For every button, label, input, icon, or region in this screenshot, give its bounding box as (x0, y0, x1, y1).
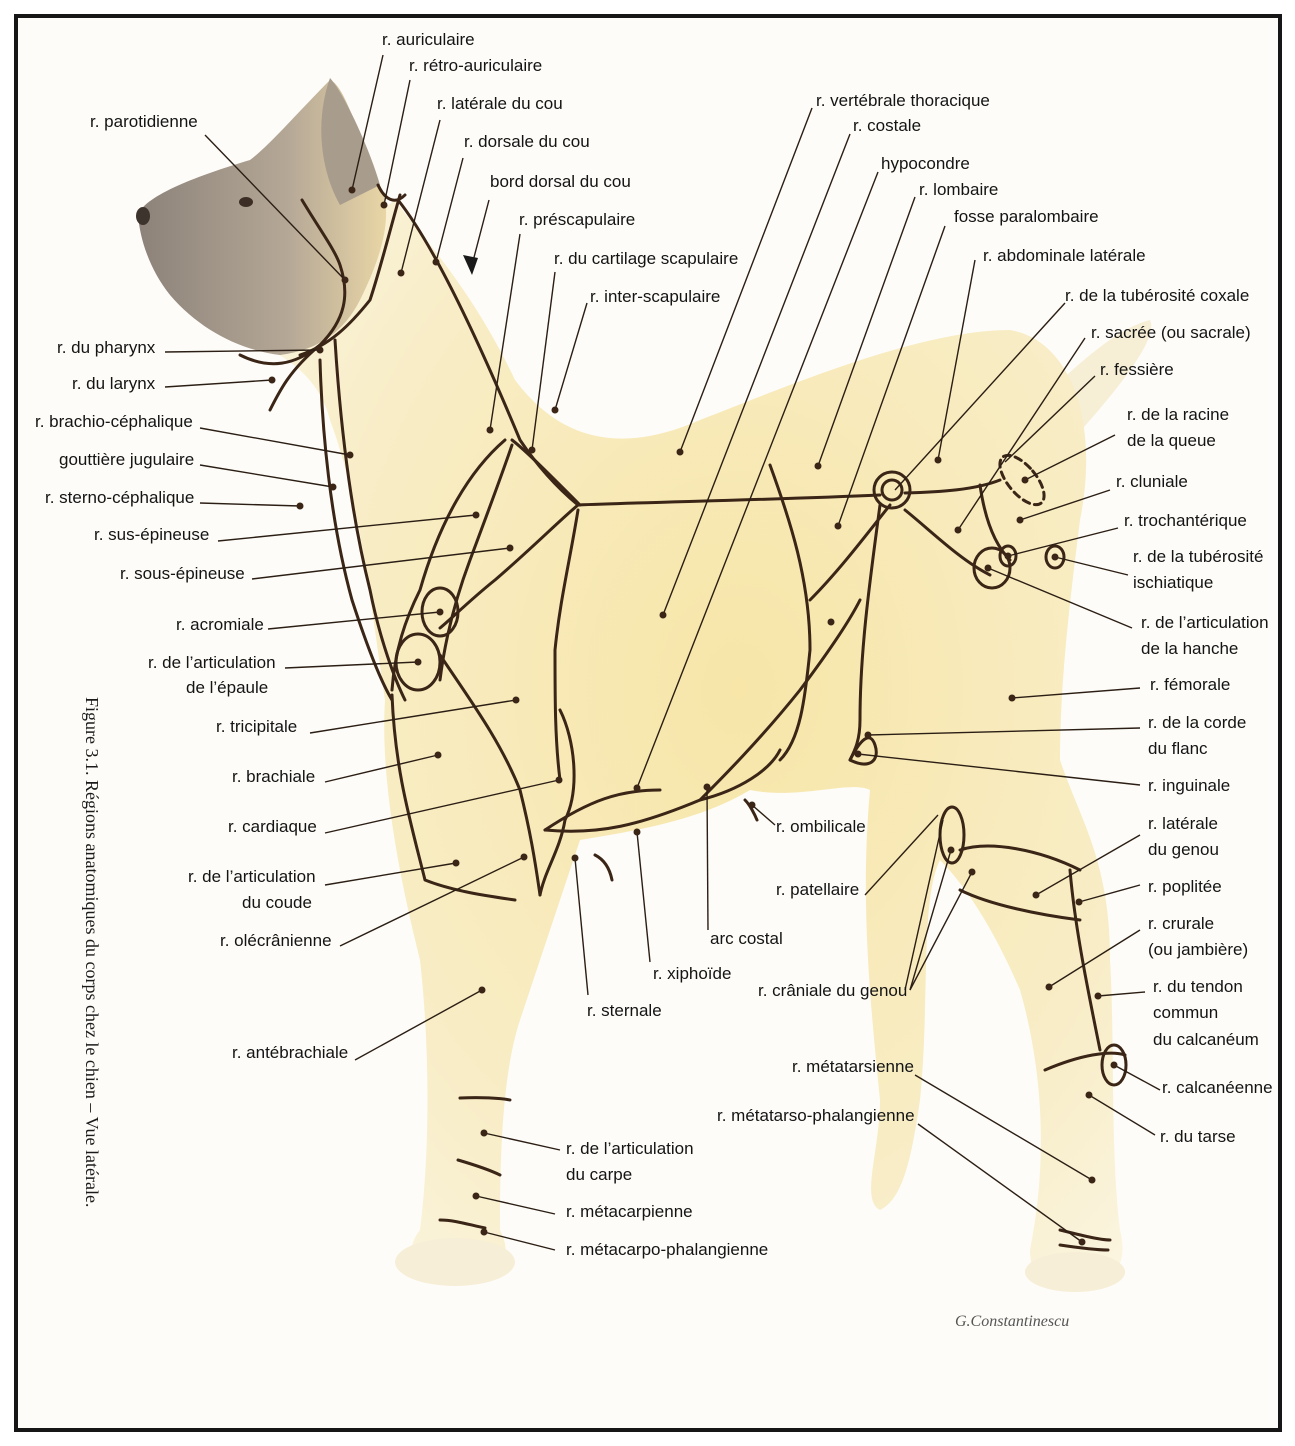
label-cluniale: r. cluniale (1116, 472, 1188, 491)
figure-caption: Figure 3.1. Régions anatomiques du corps… (82, 697, 102, 1207)
label-articulation-coude-1: r. de l’articulation (188, 867, 316, 886)
dog-body (270, 200, 1123, 1286)
label-laterale-genou-2: du genou (1148, 840, 1219, 859)
label-sterno-cephalique: r. sterno-céphalique (45, 488, 194, 507)
label-trochanterique: r. trochantérique (1124, 511, 1247, 530)
label-articulation-hanche-1: r. de l’articulation (1141, 613, 1269, 632)
label-metatarso-phalangienne: r. métatarso-phalangienne (717, 1106, 915, 1125)
label-inguinale: r. inguinale (1148, 776, 1230, 795)
label-sacree: r. sacrée (ou sacrale) (1091, 323, 1251, 342)
label-femorale: r. fémorale (1150, 675, 1230, 694)
label-prescapulaire: r. préscapulaire (519, 210, 635, 229)
dog-nose (136, 207, 150, 225)
label-metacarpienne: r. métacarpienne (566, 1202, 693, 1221)
label-patellaire: r. patellaire (776, 880, 859, 899)
label-tendon-calcaneum-1: r. du tendon (1153, 977, 1243, 996)
label-retro-auriculaire: r. rétro-auriculaire (409, 56, 542, 75)
dog-eye (239, 197, 253, 207)
label-tricipitale: r. tricipitale (216, 717, 297, 736)
label-arc-costal: arc costal (710, 929, 783, 948)
label-sternale: r. sternale (587, 1001, 662, 1020)
label-articulation-carpe-1: r. de l’articulation (566, 1139, 694, 1158)
label-tuberosite-ischiatique-1: r. de la tubérosité (1133, 547, 1263, 566)
label-larynx: r. du larynx (72, 374, 156, 393)
label-racine-queue-2: de la queue (1127, 431, 1216, 450)
label-corde-flanc-2: du flanc (1148, 739, 1208, 758)
label-tarse: r. du tarse (1160, 1127, 1236, 1146)
label-ombilicale: r. ombilicale (776, 817, 866, 836)
label-laterale-cou: r. latérale du cou (437, 94, 563, 113)
label-craniale-genou: r. crâniale du genou (758, 981, 907, 1000)
label-calcaneenne: r. calcanéenne (1162, 1078, 1273, 1097)
label-gouttiere-jugulaire: gouttière jugulaire (59, 450, 194, 469)
label-sous-epineuse: r. sous-épineuse (120, 564, 245, 583)
label-crurale-1: r. crurale (1148, 914, 1214, 933)
label-articulation-carpe-2: du carpe (566, 1165, 632, 1184)
label-abdominale-laterale: r. abdominale latérale (983, 246, 1146, 265)
label-cardiaque: r. cardiaque (228, 817, 317, 836)
label-poplitee: r. poplitée (1148, 877, 1222, 896)
dog-hind-paw (1025, 1252, 1125, 1292)
label-sus-epineuse: r. sus-épineuse (94, 525, 209, 544)
label-auriculaire: r. auriculaire (382, 30, 475, 49)
label-pharynx: r. du pharynx (57, 338, 156, 357)
label-acromiale: r. acromiale (176, 615, 264, 634)
label-hypocondre: hypocondre (881, 154, 970, 173)
label-articulation-coude-2: du coude (242, 893, 312, 912)
label-xiphoide: r. xiphoïde (653, 964, 731, 983)
label-corde-flanc-1: r. de la corde (1148, 713, 1246, 732)
label-articulation-epaule-2: de l’épaule (186, 678, 268, 697)
label-dorsale-cou: r. dorsale du cou (464, 132, 590, 151)
label-parotidienne: r. parotidienne (90, 112, 198, 131)
arrow-icon (463, 200, 489, 275)
label-articulation-hanche-2: de la hanche (1141, 639, 1238, 658)
label-brachio-cephalique: r. brachio-céphalique (35, 412, 193, 431)
label-brachiale: r. brachiale (232, 767, 315, 786)
label-metatarsienne: r. métatarsienne (792, 1057, 914, 1076)
label-laterale-genou-1: r. latérale (1148, 814, 1218, 833)
dog-fore-paw (395, 1238, 515, 1286)
label-costale: r. costale (853, 116, 921, 135)
label-bord-dorsal-cou: bord dorsal du cou (490, 172, 631, 191)
label-tuberosite-ischiatique-2: ischiatique (1133, 573, 1213, 592)
label-fosse-paralombaire: fosse paralombaire (954, 207, 1099, 226)
label-inter-scapulaire: r. inter-scapulaire (590, 287, 720, 306)
label-tendon-calcaneum-2: commun (1153, 1003, 1218, 1022)
label-racine-queue-1: r. de la racine (1127, 405, 1229, 424)
label-articulation-epaule-1: r. de l’articulation (148, 653, 276, 672)
label-crurale-2: (ou jambière) (1148, 940, 1248, 959)
label-antebrachiale: r. antébrachiale (232, 1043, 348, 1062)
label-lombaire: r. lombaire (919, 180, 998, 199)
label-tuberosite-coxale: r. de la tubérosité coxale (1065, 286, 1249, 305)
label-olecranienne: r. olécrânienne (220, 931, 332, 950)
artist-signature: G.Constantinescu (955, 1313, 1069, 1330)
label-vertebrale-thoracique: r. vertébrale thoracique (816, 91, 990, 110)
label-metacarpo-phalangienne: r. métacarpo-phalangienne (566, 1240, 768, 1259)
label-cartilage-scapulaire: r. du cartilage scapulaire (554, 249, 738, 268)
label-tendon-calcaneum-3: du calcanéum (1153, 1030, 1259, 1049)
label-fessiere: r. fessière (1100, 360, 1174, 379)
